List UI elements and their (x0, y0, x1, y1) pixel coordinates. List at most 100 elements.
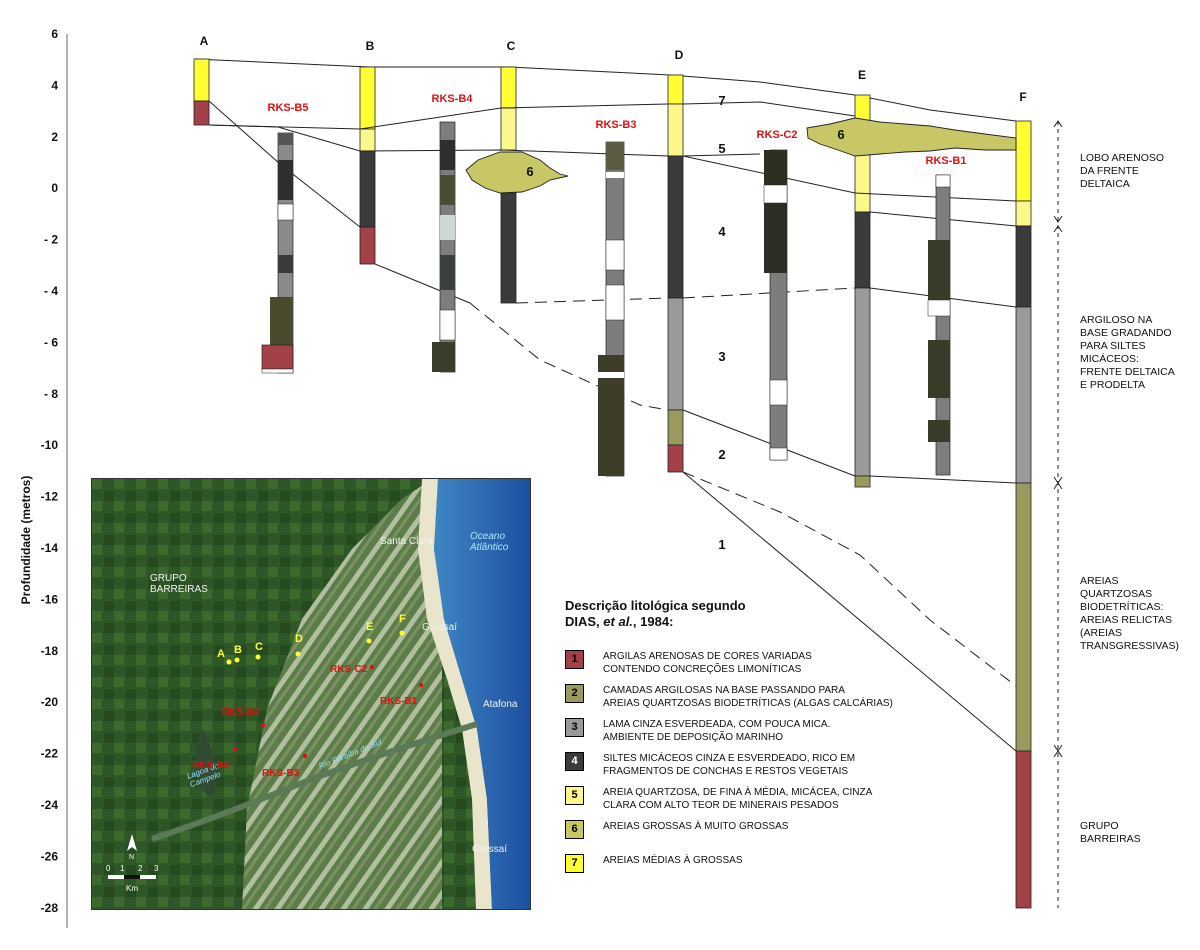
interval-brackets (1053, 120, 1063, 908)
unit-6-lens-c (465, 151, 569, 194)
column-d-unit-2 (667, 409, 684, 446)
unit-number-2: 2 (718, 447, 725, 462)
column-letter-b: B (366, 39, 375, 53)
unit-6-lens-e (806, 117, 1017, 157)
depth-tick-label: 4 (51, 78, 58, 92)
map-well-rks-b3: RKS-B3 (262, 768, 300, 779)
legend-text: AREIAS GROSSAS À MUITO GROSSAS (603, 821, 789, 832)
depth-axis-label: Profundidade (metros) (19, 476, 33, 605)
depth-tick-label: -20 (41, 695, 59, 709)
map-point-c: C (255, 641, 263, 653)
column-f-unit-4 (1015, 225, 1032, 308)
depth-tick-label: 0 (51, 181, 58, 195)
legend-item: 5 AREIA QUARTZOSA, DE FINA À MÉDIA, MICÁC… (565, 786, 925, 820)
column-letter-f: F (1019, 90, 1026, 104)
well-log-rks-b1 (927, 174, 951, 476)
column-d-unit-3 (667, 297, 684, 411)
column-e-unit-2 (854, 475, 871, 488)
column-b-unit-5 (359, 128, 376, 152)
depth-tick-label: - 8 (44, 387, 58, 401)
legend-swatch: 5 (565, 786, 584, 805)
legend-title-line2: DIAS, et al., 1984: (565, 614, 925, 630)
description-lobo-arenoso: LOBO ARENOSO DA FRENTE DELTAICA (1080, 152, 1165, 190)
north-arrow-label: N (129, 854, 134, 861)
column-f-unit-5 (1015, 200, 1032, 227)
column-a-unit-1 (193, 100, 210, 126)
depth-tick-label: -12 (41, 490, 59, 504)
well-log-rks-b4 (432, 121, 456, 373)
coastline-sand (418, 479, 492, 909)
well-label-rks-b4: RKS-B4 (432, 93, 474, 105)
legend-item: 3 LAMA CINZA ESVERDEADA, COM POUCA MICA. … (565, 718, 925, 752)
legend-text: AREIAS MÉDIAS À GROSSAS (603, 855, 743, 866)
dashed-correlation-lines (469, 287, 1017, 687)
unit-number-1: 1 (718, 537, 725, 552)
river (151, 721, 478, 842)
map-label-santa-clara: Santa Clara (380, 536, 433, 547)
map-point-d: D (295, 633, 303, 645)
depth-tick-label: -28 (41, 901, 59, 915)
unit-number-4: 4 (718, 224, 726, 239)
map-point-b: B (234, 644, 242, 656)
map-section-points: A B C D E F (217, 613, 406, 665)
map-well-rks-c2: RKS-C2 (330, 664, 368, 675)
depth-tick-label: - 6 (44, 335, 58, 349)
map-label-grussai-top: Grussaí (422, 622, 457, 633)
unit-number-7: 7 (718, 93, 725, 108)
well-label-rks-c2: RKS-C2 (757, 129, 798, 141)
depth-tick-label: 2 (51, 130, 58, 144)
unit-number-6-lens-e: 6 (837, 127, 844, 142)
legend-title: Descrição litológica segundo DIAS, et al… (565, 598, 925, 630)
map-point-f: F (399, 613, 406, 625)
well-log-rks-b5 (261, 132, 294, 374)
north-arrow: N (127, 834, 137, 861)
legend-title-year: , 1984: (632, 614, 674, 629)
column-letters: A B C D E F (200, 34, 1027, 104)
depth-tick-label: -24 (41, 798, 59, 812)
well-label-rks-b1: RKS-B1 (926, 155, 967, 167)
depth-tick-label: - 4 (44, 284, 58, 298)
column-d-unit-7 (667, 74, 684, 105)
column-letter-d: D (675, 48, 684, 62)
column-e-unit-5 (854, 152, 871, 213)
legend-title-line1: Descrição litológica segundo (565, 598, 746, 613)
map-well-rks-b1: RKS-B1 (380, 696, 418, 707)
column-letter-a: A (200, 34, 209, 48)
column-f-unit-2 (1015, 482, 1032, 752)
legend-text: AREIA QUARTZOSA, DE FINA À MÉDIA, MICÁCE… (603, 787, 873, 811)
legend-text: LAMA CINZA ESVERDEADA, COM POUCA MICA. A… (603, 719, 831, 743)
unit-numbers: 7 5 4 3 2 1 6 6 (526, 93, 844, 552)
depth-tick-label: -18 (41, 644, 59, 658)
scale-tick-2: 2 (138, 864, 143, 873)
legend-swatch: 6 (565, 820, 584, 839)
top-surface-line (193, 58, 1017, 122)
depth-tick-label: -16 (41, 592, 59, 606)
well-label-rks-b5: RKS-B5 (268, 102, 309, 114)
legend-text: ARGILAS ARENOSAS DE CORES VARIADAS CONTE… (603, 651, 812, 675)
unit-number-6-lens-c: 6 (526, 164, 533, 179)
scale-bar: 0 1 2 3 Km (106, 864, 159, 893)
beach-ridge-plain (242, 479, 442, 909)
column-b-unit-7 (359, 66, 376, 130)
column-d-unit-4 (667, 155, 684, 299)
description-areias-quartzosas: AREIAS QUARTZOSAS BIODETRÍTICAS: AREIAS … (1080, 575, 1179, 652)
well-label-rks-b3: RKS-B3 (596, 119, 637, 131)
column-e-unit-3 (854, 287, 871, 477)
map-well-rks-b5: RKS-B5 (192, 760, 230, 771)
map-point-e: E (366, 621, 373, 633)
column-letter-e: E (858, 68, 866, 82)
column-f-unit-3 (1015, 306, 1032, 484)
ocean (434, 479, 530, 909)
depth-tick-label: 6 (51, 27, 58, 41)
legend-swatch: 3 (565, 718, 584, 737)
well-log-rks-c2 (763, 149, 788, 461)
unit-number-3: 3 (718, 349, 725, 364)
depth-tick-label: -14 (41, 541, 59, 555)
